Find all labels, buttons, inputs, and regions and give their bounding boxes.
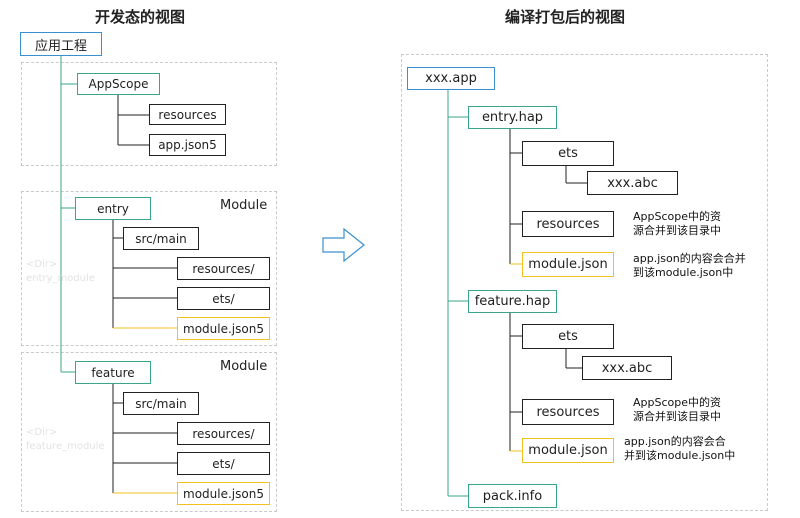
feature-hap-abc-box: xxx.abc: [582, 356, 672, 380]
entry-hap-ets-box: ets: [522, 141, 614, 166]
entry-hap-resources-box: resources: [522, 211, 614, 237]
feature-resources-box: resources/: [177, 422, 270, 445]
entry-dir-ghost-label: <Dir>entry_module: [26, 259, 95, 284]
entry-hap-module-json-box: module.json: [522, 252, 614, 277]
appscope-resources-box: resources: [149, 104, 226, 125]
entry-module-tag: Module: [220, 198, 268, 213]
entry-hap-module-note: app.json的内容会合并到该module.json中: [633, 252, 746, 279]
left-view-title: 开发态的视图: [95, 8, 186, 26]
entry-src-main-box: src/main: [123, 227, 199, 250]
feature-hap-module-json-box: module.json: [522, 438, 614, 463]
package-region: [401, 54, 768, 511]
feature-ets-box: ets/: [177, 452, 270, 475]
entry-ets-box: ets/: [177, 287, 270, 310]
feature-hap-box: feature.hap: [468, 290, 557, 313]
feature-src-main-box: src/main: [123, 392, 199, 415]
app-package-box: xxx.app: [407, 67, 495, 90]
appscope-box: AppScope: [77, 73, 160, 95]
project-root-box: 应用工程: [20, 32, 102, 56]
feature-hap-resources-note: AppScope中的资源合并到该目录中: [633, 396, 721, 423]
entry-hap-abc-box: xxx.abc: [587, 171, 678, 195]
entry-hap-resources-note: AppScope中的资源合并到该目录中: [633, 210, 721, 237]
pack-info-box: pack.info: [468, 484, 557, 508]
feature-hap-module-note: app.json的内容会合并到该module.json中: [624, 435, 736, 462]
feature-dir-ghost-label: <Dir>feature_module: [26, 427, 105, 452]
feature-module-region: [21, 352, 277, 512]
entry-box: entry: [75, 197, 151, 220]
feature-box: feature: [75, 361, 151, 384]
feature-module-json5-box: module.json5: [177, 482, 270, 505]
entry-module-json5-box: module.json5: [177, 317, 270, 340]
feature-hap-resources-box: resources: [522, 399, 614, 425]
entry-hap-box: entry.hap: [468, 106, 557, 129]
appscope-region: [21, 62, 277, 166]
transform-arrow-icon: [322, 227, 365, 263]
entry-resources-box: resources/: [177, 257, 270, 280]
entry-module-region: [21, 191, 277, 346]
feature-module-tag: Module: [220, 359, 268, 374]
right-view-title: 编译打包后的视图: [505, 8, 626, 26]
feature-hap-ets-box: ets: [522, 324, 614, 349]
appscope-app-json5-box: app.json5: [149, 134, 226, 156]
